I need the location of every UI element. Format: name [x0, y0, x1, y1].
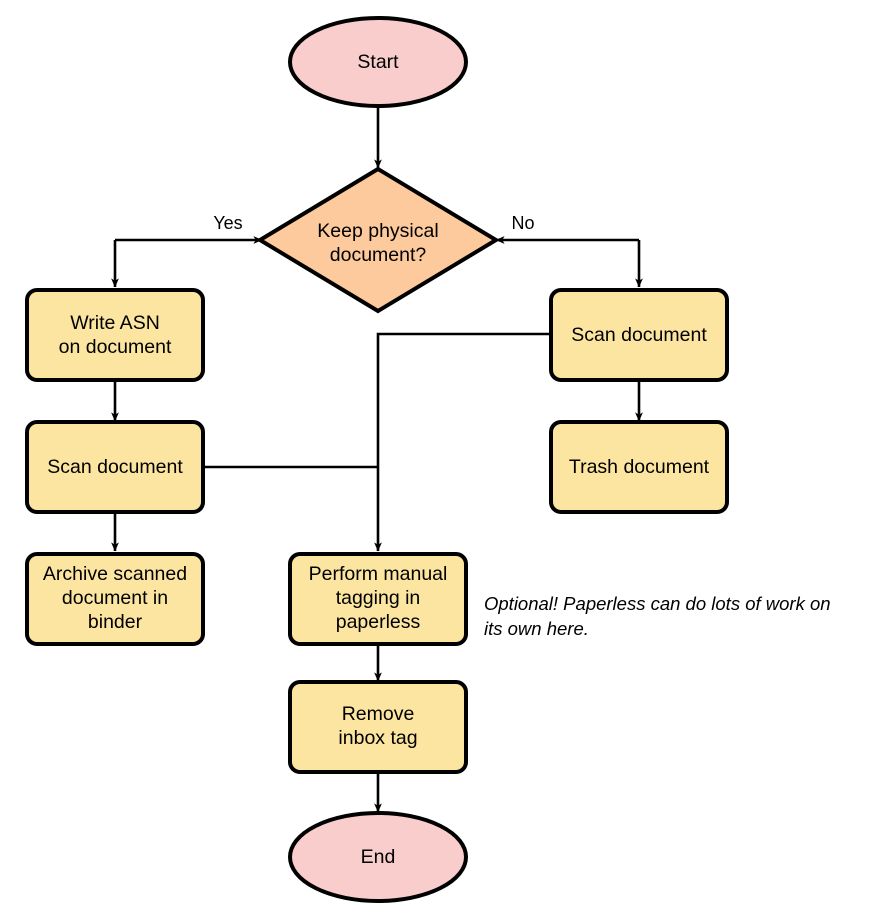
edge-label-yes: Yes: [213, 213, 242, 233]
node-remove-inbox-tag[interactable]: Remove inbox tag: [288, 680, 468, 774]
manual-tagging-shape: [288, 552, 468, 646]
node-decision-keep-physical-document[interactable]: Keep physical document?: [256, 166, 500, 314]
scan-document-right-label: Scan document: [571, 324, 707, 346]
write-asn-label-line2: on document: [59, 336, 172, 358]
note-line2: its own here.: [484, 618, 589, 639]
decision-shape: [256, 166, 500, 314]
node-write-asn[interactable]: Write ASN on document: [25, 288, 205, 382]
decision-label-line2: document?: [330, 244, 427, 266]
write-asn-shape: [25, 288, 205, 382]
archive-label-line3: binder: [88, 611, 143, 633]
archive-label-line2: document in: [62, 587, 168, 609]
start-shape: [288, 16, 468, 108]
scan-document-right-shape: [549, 288, 729, 382]
manual-tagging-label-line3: paperless: [336, 611, 421, 633]
end-shape: [288, 811, 468, 903]
node-scan-document-right[interactable]: Scan document: [549, 288, 729, 382]
node-perform-manual-tagging[interactable]: Perform manual tagging in paperless: [288, 552, 468, 646]
remove-inbox-tag-label-line2: inbox tag: [338, 727, 417, 749]
end-label: End: [361, 846, 396, 868]
remove-inbox-tag-label-line1: Remove: [342, 703, 415, 725]
manual-tagging-label-line1: Perform manual: [309, 563, 448, 585]
node-trash-document[interactable]: Trash document: [549, 420, 729, 514]
start-label: Start: [357, 51, 399, 73]
scan-document-left-shape: [25, 420, 205, 514]
trash-document-label: Trash document: [569, 456, 710, 478]
note-line1: Optional! Paperless can do lots of work …: [484, 593, 831, 614]
annotation-note: Optional! Paperless can do lots of work …: [484, 593, 831, 639]
node-end[interactable]: End: [288, 811, 468, 903]
archive-shape: [25, 552, 205, 646]
write-asn-label-line1: Write ASN: [70, 312, 160, 334]
scan-document-left-label: Scan document: [47, 456, 183, 478]
manual-tagging-label-line2: tagging in: [336, 587, 421, 609]
node-archive-scanned-document[interactable]: Archive scanned document in binder: [25, 552, 205, 646]
archive-label-line1: Archive scanned: [43, 563, 187, 585]
node-start[interactable]: Start: [288, 16, 468, 108]
edge-label-no: No: [511, 213, 534, 233]
edge-scan-right-to-manual-tagging: [374, 332, 552, 552]
decision-label-line1: Keep physical: [317, 220, 438, 242]
trash-document-shape: [549, 420, 729, 514]
remove-inbox-tag-shape: [288, 680, 468, 774]
node-scan-document-left[interactable]: Scan document: [25, 420, 205, 514]
